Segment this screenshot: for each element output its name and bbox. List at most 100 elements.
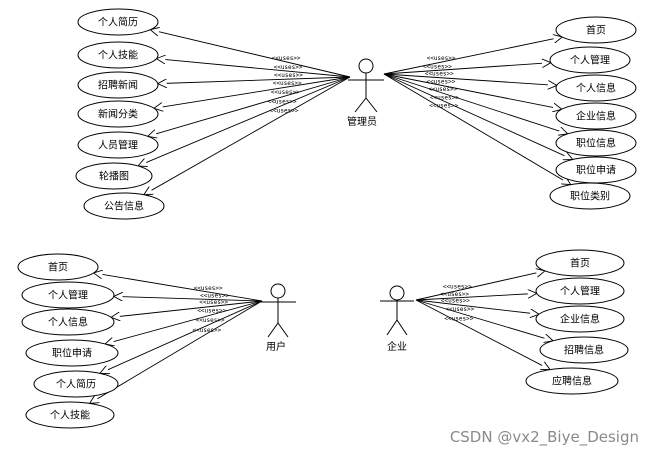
- admin-usecase-ellipse: [77, 41, 159, 69]
- company-usecase: 个人管理: [535, 277, 625, 305]
- admin-uses-label: <<uses>>: [273, 80, 302, 87]
- user-usecase-label: 个人信息: [48, 316, 88, 329]
- admin-usecase: 个人简历: [77, 8, 159, 36]
- company-usecase-label: 首页: [570, 257, 590, 270]
- company-usecase-ellipse: [539, 336, 629, 364]
- admin-association-line: [156, 59, 351, 78]
- admin-usecase-ellipse: [77, 100, 159, 128]
- admin-usecase-label: 公告信息: [104, 200, 144, 213]
- association-lines: <<uses>><<uses>><<uses>><<uses>><<uses>>…: [90, 30, 573, 404]
- admin-usecase: 职位信息: [555, 129, 637, 157]
- admin-usecase: 企业信息: [555, 102, 637, 130]
- admin-usecase-ellipse: [555, 102, 637, 130]
- admin-association-line: [138, 76, 351, 166]
- user-usecase-label: 个人技能: [50, 409, 90, 422]
- admin-usecase: 轮播图: [75, 162, 153, 190]
- admin-uses-label: <<uses>>: [423, 63, 452, 70]
- admin-association-line: [148, 76, 351, 136]
- actor-user: 用户: [260, 283, 296, 353]
- admin-usecase: 首页: [555, 16, 637, 44]
- company-usecase-label: 应聘信息: [552, 375, 592, 388]
- admin-usecase-label: 个人技能: [98, 49, 138, 62]
- actor-company-right-leg: [396, 319, 408, 336]
- admin-association-line: [383, 73, 557, 85]
- company-uses-label: <<uses>>: [444, 315, 473, 322]
- admin-usecase: 职位类别: [549, 182, 631, 210]
- admin-usecase-label: 个人管理: [570, 54, 610, 67]
- user-association-line: [114, 296, 263, 302]
- admin-uses-label: <<uses>>: [272, 55, 301, 62]
- actor-admin-head: [358, 58, 374, 74]
- user-association-line: [111, 300, 263, 317]
- user-uses-label: <<uses>>: [192, 327, 221, 334]
- admin-usecase: 人员管理: [77, 131, 159, 159]
- company-association-line: [415, 293, 537, 301]
- admin-usecase-ellipse: [549, 182, 631, 210]
- admin-usecase-label: 人员管理: [98, 139, 138, 152]
- company-usecase: 应聘信息: [525, 367, 619, 395]
- admin-usecase-ellipse: [83, 192, 165, 220]
- admin-association-line: [383, 37, 562, 75]
- admin-usecase-label: 职位申请: [576, 164, 616, 177]
- company-association-line: [415, 299, 550, 370]
- admin-association-line: [383, 73, 568, 134]
- admin-uses-label: <<uses>>: [429, 102, 458, 109]
- actor-company-head: [389, 285, 405, 301]
- user-usecase-label: 个人简历: [56, 378, 96, 391]
- admin-usecase-ellipse: [555, 74, 637, 102]
- user-usecase: 职位申请: [25, 339, 119, 367]
- admin-usecase-label: 职位类别: [570, 190, 610, 203]
- admin-association-line: [383, 73, 573, 159]
- user-association-line: [105, 300, 263, 344]
- company-usecase-label: 企业信息: [560, 313, 600, 326]
- admin-usecase-label: 企业信息: [576, 110, 616, 123]
- company-usecase-ellipse: [535, 249, 625, 277]
- actor-company-left-leg: [386, 319, 398, 336]
- user-usecase-ellipse: [21, 281, 115, 309]
- user-uses-label: <<uses>>: [196, 317, 225, 324]
- company-uses-label: <<uses>>: [443, 284, 472, 291]
- user-association-line: [94, 273, 263, 302]
- user-usecase: 首页: [17, 253, 99, 281]
- company-usecase-label: 招聘信息: [564, 344, 604, 357]
- admin-usecase: 个人信息: [555, 74, 637, 102]
- admin-usecase-ellipse: [77, 71, 159, 99]
- user-usecase-ellipse: [21, 308, 115, 336]
- user-usecase-label: 职位申请: [52, 347, 92, 360]
- admin-uses-label: <<uses>>: [270, 108, 299, 115]
- user-association-line: [90, 300, 263, 403]
- admin-usecase-label: 轮播图: [99, 170, 129, 183]
- admin-usecase-label: 新闻分类: [98, 108, 138, 121]
- admin-uses-label: <<uses>>: [274, 72, 303, 79]
- admin-uses-label: <<uses>>: [271, 89, 300, 96]
- user-uses-label: <<uses>>: [194, 285, 223, 292]
- admin-usecase-ellipse: [549, 46, 631, 74]
- admin-association-line: [144, 76, 351, 195]
- user-usecase-label: 个人管理: [48, 289, 88, 302]
- admin-uses-label: <<uses>>: [274, 64, 303, 71]
- admin-usecase: 招聘新闻: [77, 71, 159, 99]
- admin-association-line: [154, 76, 351, 108]
- company-association-line: [415, 271, 545, 301]
- admin-association-line: [383, 73, 562, 109]
- admin-usecase-ellipse: [555, 129, 637, 157]
- actor-user-right-leg: [277, 322, 289, 338]
- user-uses-label: <<uses>>: [200, 293, 229, 300]
- company-usecase-ellipse: [535, 277, 625, 305]
- user-usecase-ellipse: [33, 370, 119, 398]
- company-uses-label: <<uses>>: [445, 306, 474, 313]
- actor-user-name: 用户: [266, 340, 286, 353]
- company-usecase-ellipse: [525, 367, 619, 395]
- actor-admin-left-leg: [354, 97, 367, 113]
- admin-usecase: 职位申请: [555, 156, 637, 184]
- admin-uses-label: <<uses>>: [426, 78, 455, 85]
- admin-usecase-label: 首页: [586, 24, 606, 37]
- actor-admin-name: 管理员: [347, 115, 377, 128]
- admin-uses-label: <<uses>>: [425, 71, 454, 78]
- admin-usecase-ellipse: [77, 8, 159, 36]
- admin-usecase-ellipse: [75, 162, 153, 190]
- company-uses-label: <<uses>>: [440, 291, 469, 298]
- admin-usecase-ellipse: [555, 16, 637, 44]
- user-usecase-ellipse: [17, 253, 99, 281]
- user-usecase: 个人技能: [25, 401, 115, 429]
